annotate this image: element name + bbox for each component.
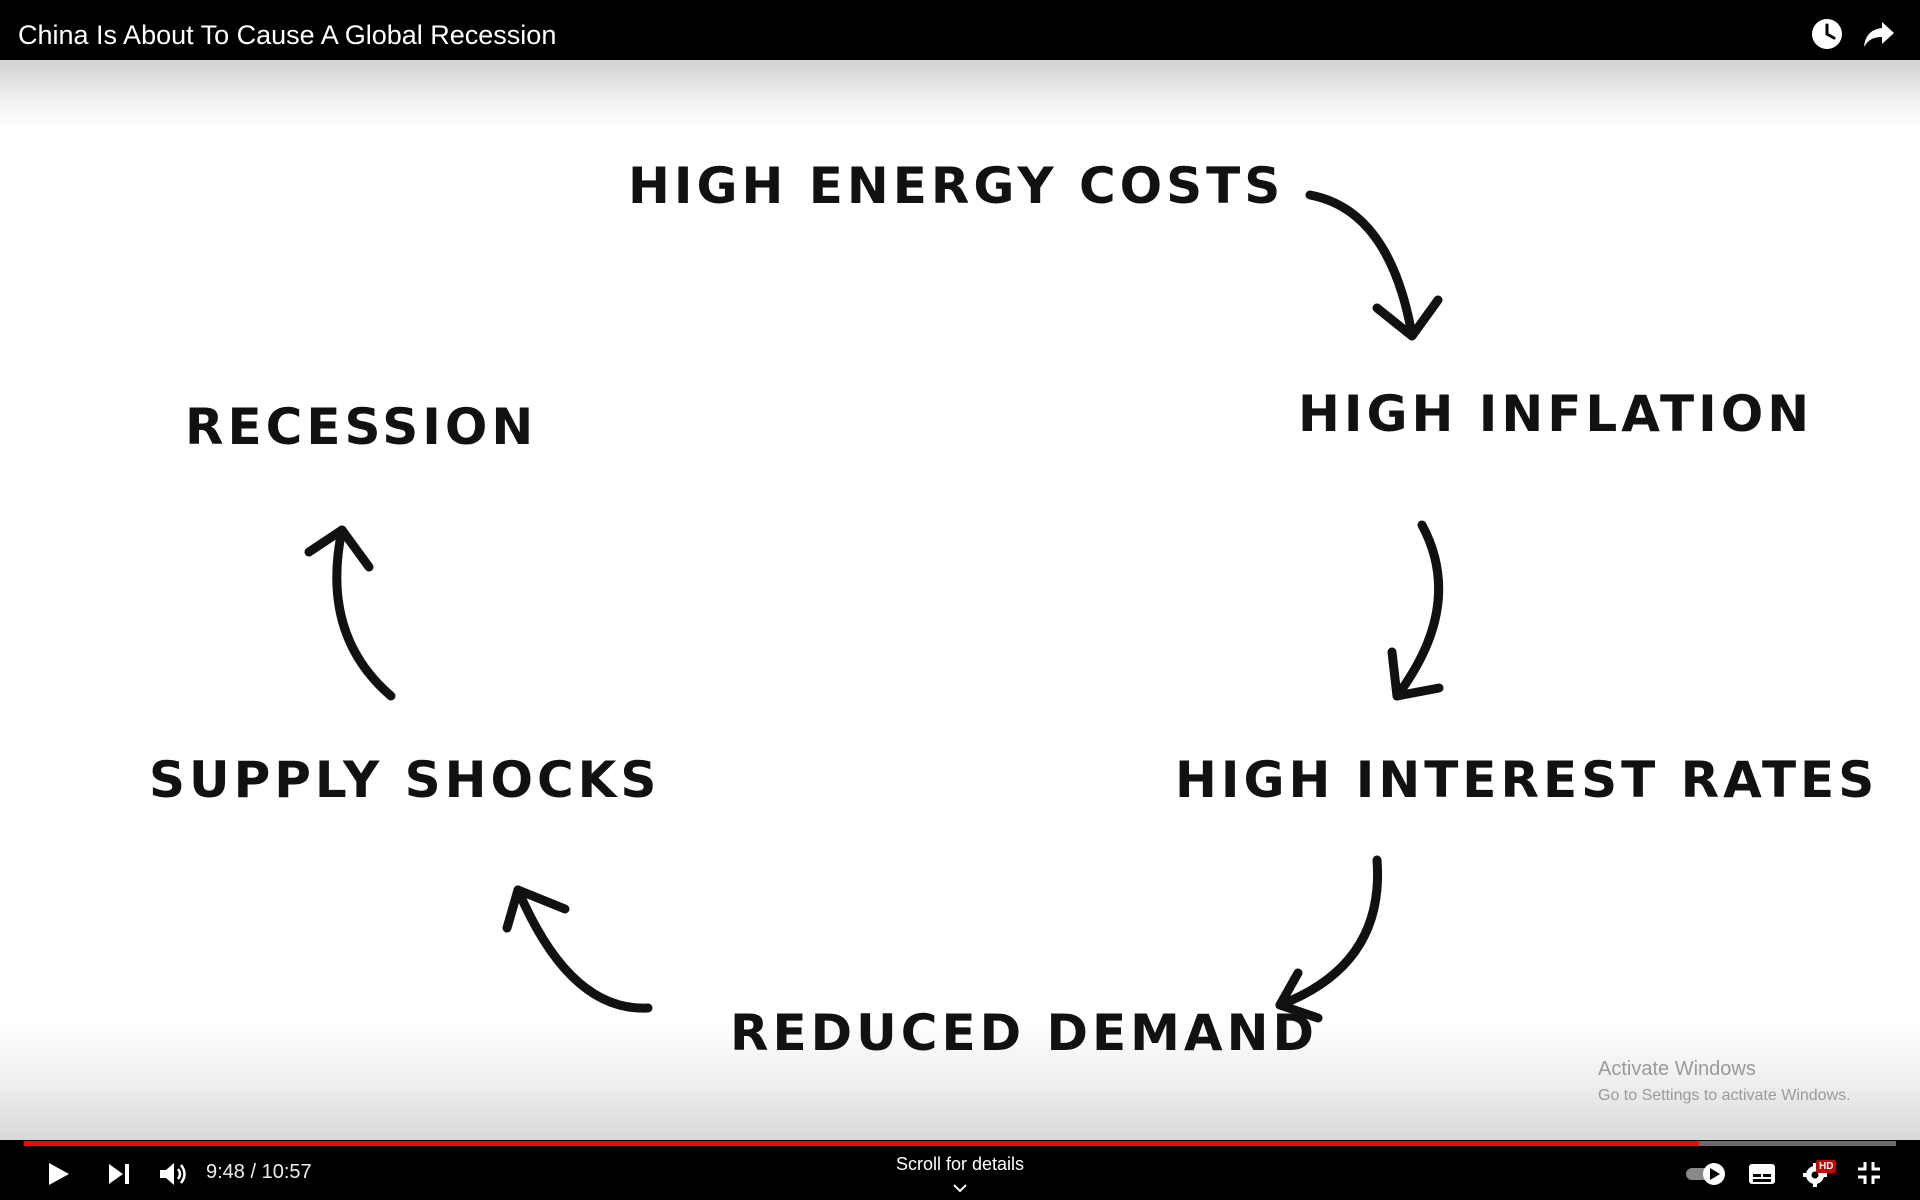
video-frame[interactable]: HIGH ENERGY COSTS HIGH INFLATION HIGH IN… [0,60,1920,1140]
arrow-demand-to-supply [502,885,653,1013]
activate-windows-watermark: Activate Windows Go to Settings to activ… [1598,1058,1851,1105]
volume-icon[interactable] [158,1160,188,1193]
cycle-label-interest-rates: HIGH INTEREST RATES [1175,751,1879,809]
progress-bar[interactable] [24,1141,1896,1146]
cycle-label-energy: HIGH ENERGY COSTS [628,157,1285,215]
video-title[interactable]: China Is About To Cause A Global Recessi… [18,20,557,50]
current-time: 9:48 [206,1161,245,1183]
arrow-supply-to-recession [304,525,396,701]
top-bar: China Is About To Cause A Global Recessi… [0,0,1920,60]
chevron-down-icon [860,1177,1060,1198]
arrow-inflation-to-interest [1387,520,1444,701]
cycle-label-supply-shocks: SUPPLY SHOCKS [149,751,661,809]
watermark-title: Activate Windows [1598,1058,1756,1080]
scroll-for-details[interactable]: Scroll for details [860,1154,1060,1198]
arrow-energy-to-inflation [1305,190,1443,341]
arrow-interest-to-demand [1275,855,1383,1023]
autoplay-toggle[interactable] [1684,1160,1728,1191]
next-icon[interactable] [106,1161,132,1192]
subtitles-icon[interactable] [1748,1162,1776,1191]
time-display: 9:48 / 10:57 [206,1161,312,1184]
exit-fullscreen-icon[interactable] [1856,1160,1882,1191]
duration: 10:57 [261,1161,312,1183]
scroll-hint-label: Scroll for details [895,1154,1025,1174]
watch-later-icon[interactable] [1810,17,1844,51]
cycle-label-inflation: HIGH INFLATION [1298,385,1814,443]
cycle-label-demand: REDUCED DEMAND [730,1004,1318,1062]
settings-icon[interactable]: HD [1802,1160,1837,1193]
watermark-subtitle: Go to Settings to activate Windows. [1598,1087,1851,1104]
cycle-arrows [304,190,1444,1023]
progress-played [24,1141,1700,1146]
time-separator: / [244,1161,262,1183]
play-icon[interactable] [44,1160,72,1193]
hd-badge: HD [1816,1160,1837,1173]
share-icon[interactable] [1862,17,1896,51]
cycle-label-recession: RECESSION [185,398,538,456]
